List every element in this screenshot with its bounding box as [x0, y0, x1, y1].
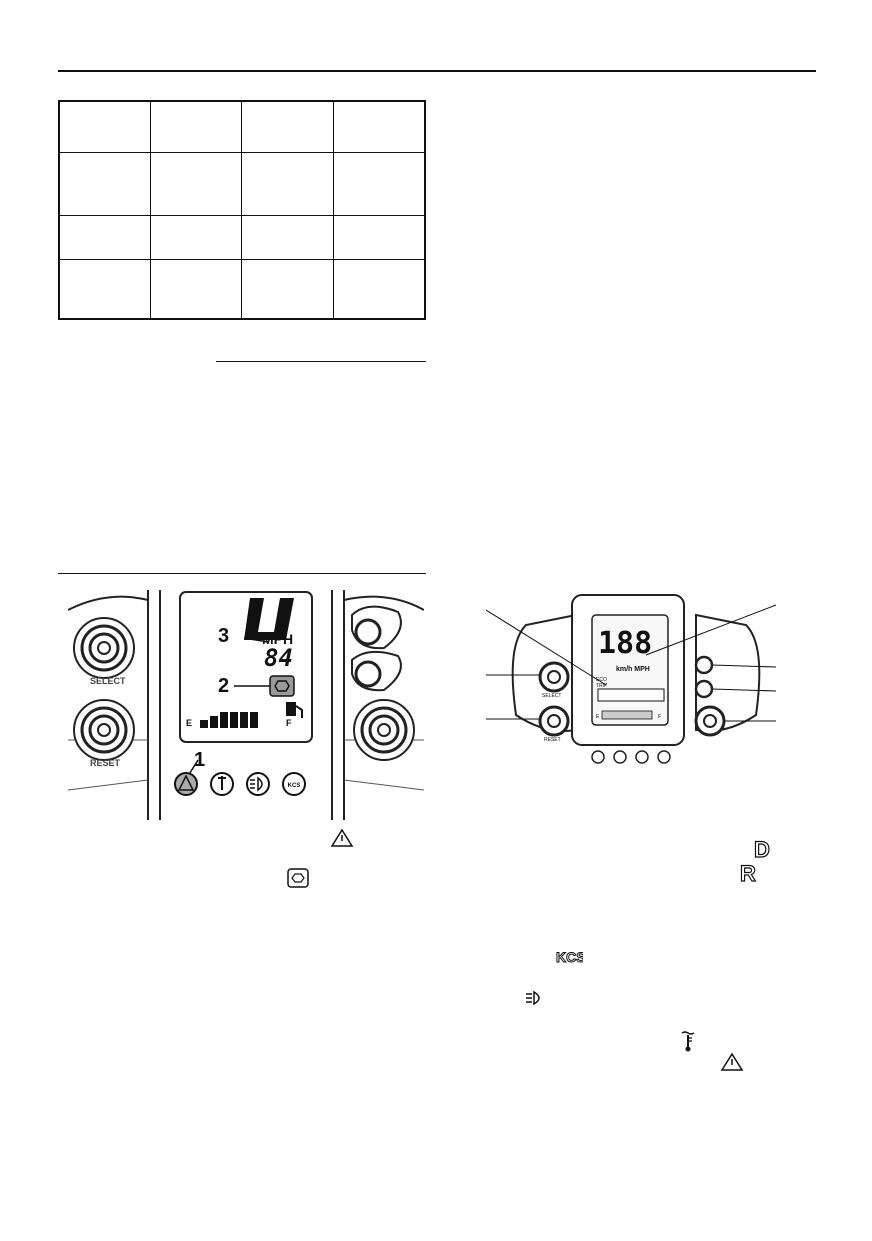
table-row-divider: [60, 259, 424, 260]
fuel-full-label: F: [286, 718, 292, 728]
svg-text:KCS: KCS: [556, 949, 583, 965]
select-label: SELECT: [90, 676, 126, 686]
engine-warning-icon: [269, 675, 295, 697]
warning-triangle-icon: [330, 828, 354, 853]
callout-1: 1: [194, 749, 205, 771]
svg-text:D: D: [754, 838, 770, 860]
warning-triangle-icon-2: [720, 1052, 744, 1077]
select-button-left[interactable]: [73, 617, 135, 679]
headlight-lamp-small: [635, 750, 649, 764]
note-rule: [216, 361, 426, 362]
reset-label: RESET: [90, 758, 121, 768]
specification-table: [58, 100, 426, 320]
indicator-d-small: [694, 655, 714, 675]
meter-drawing-small: 188 km/h MPH ECO TRIP E F SELECT RESET: [485, 594, 777, 764]
meter-illustration-right: 188 km/h MPH ECO TRIP E F SELECT RESET: [485, 585, 786, 770]
svg-text:R: R: [740, 862, 756, 884]
reverse-indicator-icon: R: [738, 860, 762, 889]
reset-button-left[interactable]: [73, 699, 135, 761]
meter-illustration-left: SELECT RESET MPH 84 E F 3 2 1 KCS: [68, 590, 424, 820]
callout-3: 3: [218, 625, 229, 647]
units: km/h MPH: [616, 666, 650, 673]
fuel-gauge-bars: [200, 712, 258, 728]
kcs-lamp-small: [657, 750, 671, 764]
kcs-lamp-label: KCS: [288, 783, 301, 789]
warning-lamp: [174, 772, 198, 796]
eco-label: ECO: [596, 677, 607, 683]
indicator-lamp-upper: [351, 605, 402, 650]
lcd-fuel-empty: E: [596, 714, 600, 720]
table-row-divider: [60, 152, 424, 153]
kcs-indicator-icon: KCS: [555, 946, 587, 971]
select-button-right[interactable]: [538, 661, 570, 693]
lcd-fuel-bars: [601, 710, 653, 720]
headlight-lamp: [246, 772, 270, 796]
engine-check-icon: [287, 868, 309, 893]
meter-drawing: SELECT RESET MPH 84 E F 3 2 1 KCS: [68, 590, 424, 820]
kcs-lamp: [282, 772, 306, 796]
digits: 188: [598, 626, 652, 661]
callout-2: 2: [218, 675, 229, 697]
mode-button-small[interactable]: [694, 705, 726, 737]
indicator-lamp-lower: [351, 650, 402, 692]
reset-button-right[interactable]: [538, 705, 570, 737]
indicator-r-small: [694, 679, 714, 699]
trip-label: TRIP: [596, 683, 608, 689]
coolant-temperature-icon: [680, 1030, 696, 1057]
temperature-lamp: [210, 772, 234, 796]
select-label-small: SELECT: [542, 693, 561, 699]
table-row-divider: [60, 215, 424, 216]
drive-indicator-icon: D: [752, 836, 776, 865]
fuel-empty-label: E: [186, 718, 192, 728]
header-rule: [58, 70, 816, 72]
speed-unit: MPH: [262, 631, 293, 647]
lcd-fuel-full: F: [658, 714, 661, 720]
table-column-divider: [241, 102, 242, 318]
speed-value: 84: [264, 644, 293, 672]
table-column-divider: [150, 102, 151, 318]
table-column-divider: [333, 102, 334, 318]
gear-indicator-graphic: [244, 598, 294, 640]
reset-label-small: RESET: [544, 737, 561, 743]
fuel-pump-icon: [286, 702, 303, 718]
warning-lamp-small: [591, 750, 605, 764]
temperature-lamp-small: [613, 750, 627, 764]
headlight-icon: [524, 990, 546, 1011]
mode-button-right[interactable]: [353, 699, 415, 761]
section-rule: [58, 573, 426, 574]
